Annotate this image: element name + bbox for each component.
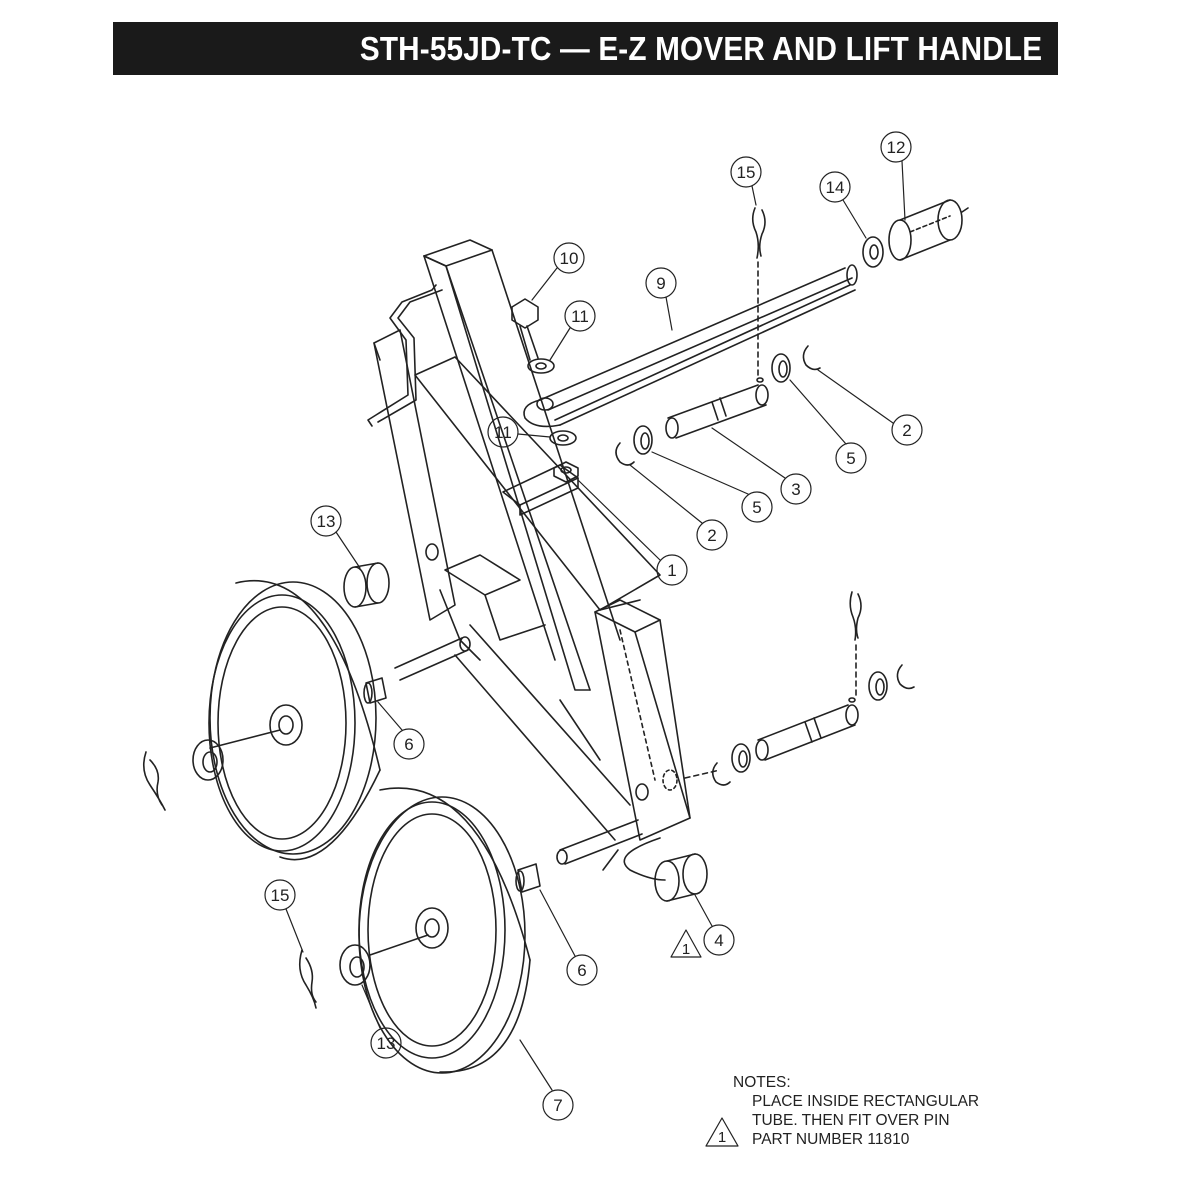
callout-label: 12 bbox=[887, 138, 906, 157]
notes-triangle-icon: 1 bbox=[705, 1117, 739, 1147]
lift-handle bbox=[511, 264, 858, 483]
wheel-front bbox=[358, 787, 531, 1074]
callout-15-bottom: 15 bbox=[264, 879, 304, 953]
callout-label: 5 bbox=[752, 498, 761, 517]
callout-label: 11 bbox=[494, 423, 512, 442]
callout-label: 4 bbox=[714, 931, 723, 950]
callout-label: 6 bbox=[404, 735, 413, 754]
callout-14: 14 bbox=[819, 171, 867, 239]
callout-12: 12 bbox=[880, 131, 912, 221]
callout-11-lower: 11 bbox=[487, 416, 551, 448]
page-title: STH-55JD-TC — E-Z MOVER AND LIFT HANDLE bbox=[359, 29, 1042, 67]
frame-assembly bbox=[367, 239, 691, 841]
hairpin-clips bbox=[142, 751, 317, 1009]
callout-2-left: 2 bbox=[629, 464, 728, 551]
callout-label: 2 bbox=[902, 421, 911, 440]
callout-label: 13 bbox=[377, 1034, 396, 1053]
callout-label: 14 bbox=[826, 178, 845, 197]
notes-block: NOTES: PLACE INSIDE RECTANGULAR TUBE. TH… bbox=[733, 1073, 1053, 1149]
callout-13-top: 13 bbox=[310, 505, 361, 569]
callout-label: 6 bbox=[577, 961, 586, 980]
callout-5-right: 5 bbox=[789, 379, 867, 474]
upper-pin-assembly bbox=[615, 199, 969, 466]
callout-label: 15 bbox=[271, 886, 290, 905]
callout-5-left: 5 bbox=[651, 451, 773, 523]
callout-6-top: 6 bbox=[377, 701, 425, 760]
axle-pins bbox=[343, 562, 708, 902]
callout-label: 5 bbox=[846, 449, 855, 468]
callout-15-top: 15 bbox=[730, 156, 762, 206]
callout-3: 3 bbox=[711, 427, 812, 505]
callout-label: 13 bbox=[317, 512, 336, 531]
callout-label: 10 bbox=[560, 249, 579, 268]
callout-label: 11 bbox=[571, 307, 589, 326]
wheel-washers bbox=[192, 739, 371, 986]
callout-13-bottom: 13 bbox=[361, 984, 402, 1059]
callout-label: 2 bbox=[707, 526, 716, 545]
callout-9: 9 bbox=[645, 267, 677, 331]
notes-line-1: PLACE INSIDE RECTANGULAR bbox=[752, 1093, 980, 1110]
warning-triangle-icon: 1 bbox=[670, 929, 702, 958]
callout-label: 7 bbox=[553, 1096, 562, 1115]
notes-line-2: TUBE. THEN FIT OVER PIN bbox=[752, 1112, 950, 1129]
callout-bubbles: 15 12 14 10 9 11 11 2 5 3 5 2 1 13 6 bbox=[264, 131, 923, 1121]
callout-10: 10 bbox=[531, 242, 585, 301]
callout-7: 7 bbox=[519, 1039, 574, 1121]
callout-1: 1 bbox=[577, 479, 688, 586]
warning-triangle-label: 1 bbox=[682, 941, 690, 958]
callout-label: 9 bbox=[656, 274, 665, 293]
wheel-rear bbox=[208, 580, 381, 861]
callout-label: 1 bbox=[667, 561, 676, 580]
callout-label: 3 bbox=[791, 480, 800, 499]
callout-6-bottom: 6 bbox=[539, 889, 598, 986]
notes-heading: NOTES: bbox=[733, 1074, 791, 1091]
callout-2-right: 2 bbox=[817, 369, 923, 446]
callout-label: 15 bbox=[737, 163, 756, 182]
notes-line-3: PART NUMBER 11810 bbox=[752, 1131, 910, 1148]
notes-triangle-label: 1 bbox=[718, 1129, 726, 1146]
title-bar: STH-55JD-TC — E-Z MOVER AND LIFT HANDLE bbox=[113, 22, 1058, 75]
callout-4: 4 bbox=[694, 894, 735, 956]
callout-11-top: 11 bbox=[549, 300, 596, 361]
lower-pin-assembly bbox=[684, 591, 915, 786]
